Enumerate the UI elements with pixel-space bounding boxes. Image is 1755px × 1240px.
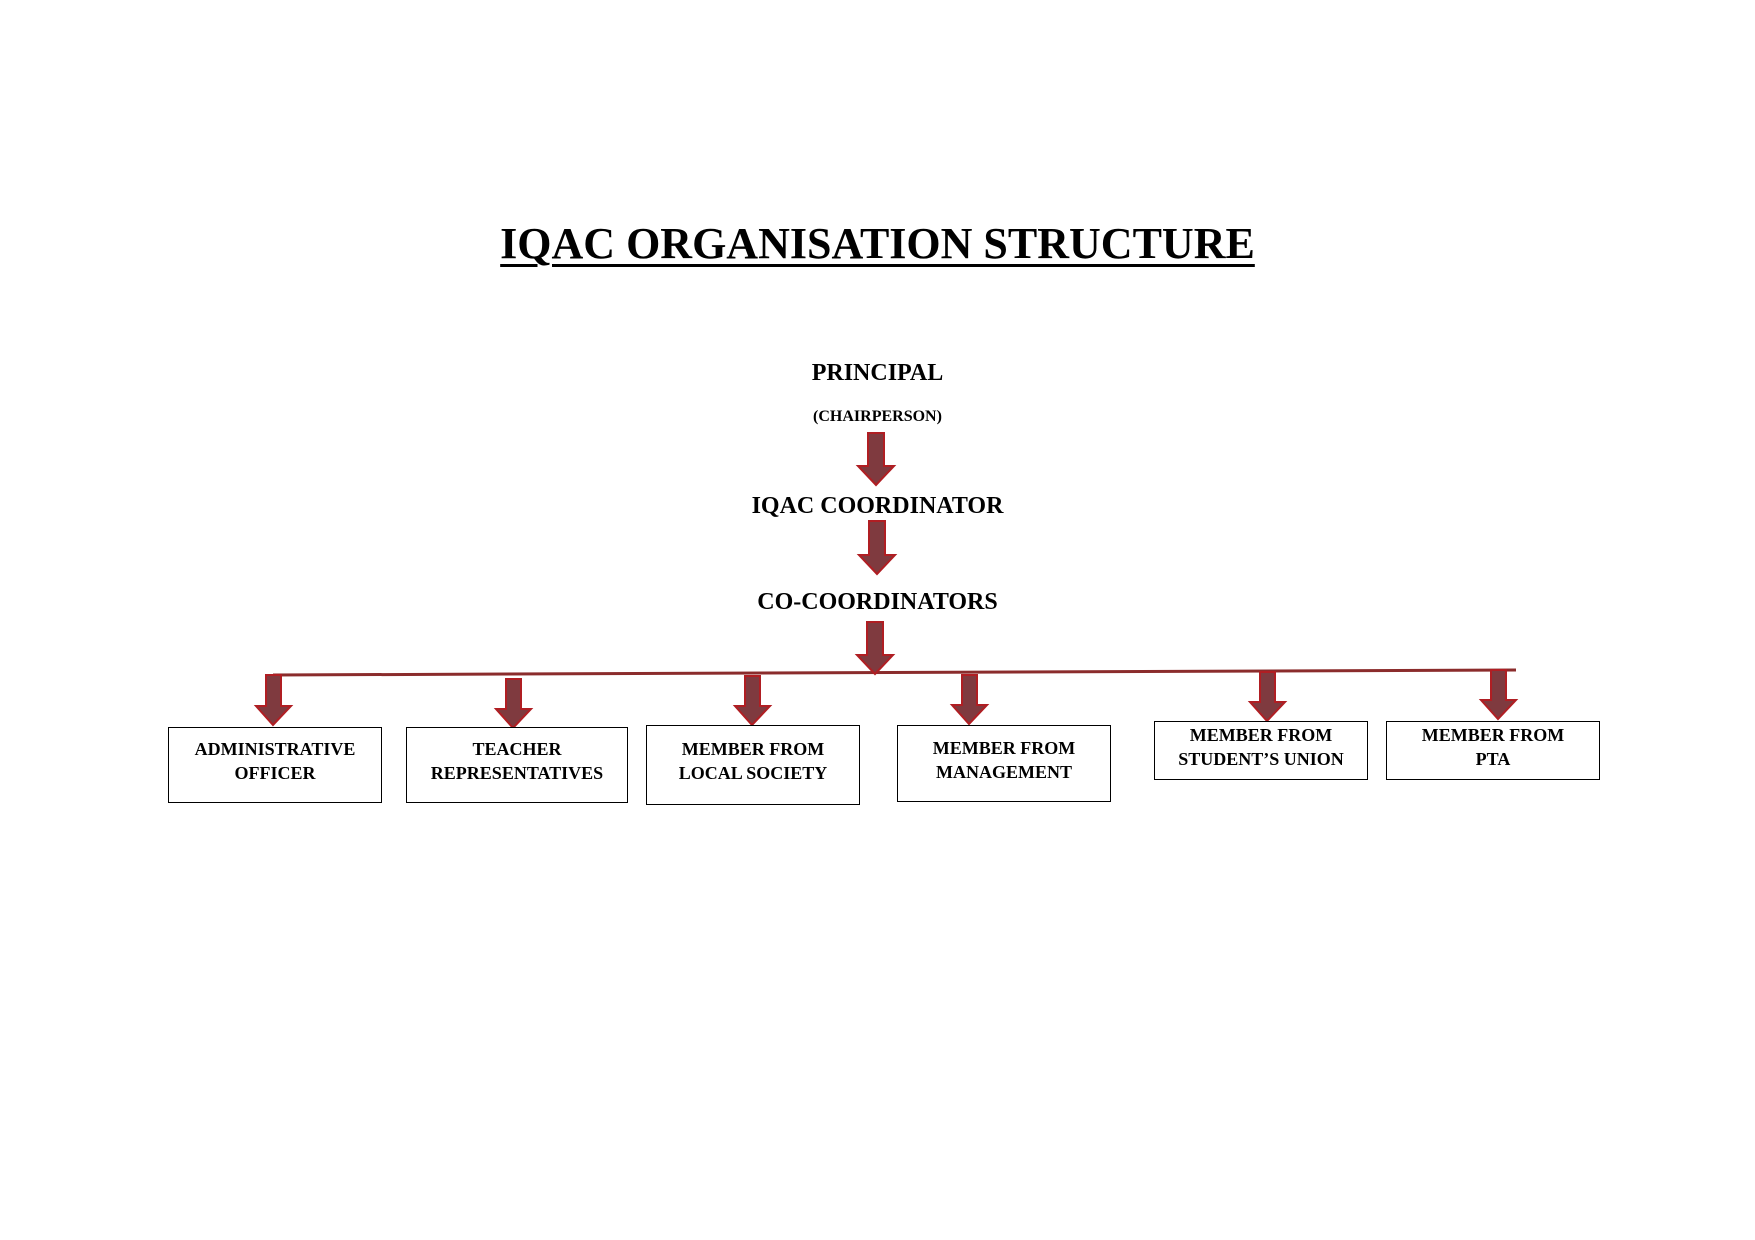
arrow-principal-to-coordinator xyxy=(855,432,897,487)
member-box-local-society: MEMBER FROM LOCAL SOCIETY xyxy=(646,725,860,805)
member-line1: MEMBER FROM xyxy=(1189,724,1333,745)
member-box-management: MEMBER FROM MANAGEMENT xyxy=(897,725,1111,802)
arrow-to-administrative-officer xyxy=(253,674,294,727)
arrow-coordinator-to-co-coordinators xyxy=(856,520,898,576)
member-line2: MANAGEMENT xyxy=(935,761,1072,782)
arrow-co-coordinators-to-line xyxy=(854,621,896,676)
arrow-to-management xyxy=(949,674,990,726)
coordinator-label: IQAC COORDINATOR xyxy=(751,493,1004,519)
member-box-students-union: MEMBER FROM STUDENT’S UNION xyxy=(1154,721,1368,780)
member-box-pta: MEMBER FROM PTA xyxy=(1386,721,1600,780)
member-line2: OFFICER xyxy=(234,763,316,783)
member-line2: LOCAL SOCIETY xyxy=(678,763,828,783)
arrow-to-pta xyxy=(1478,669,1519,721)
member-line1: MEMBER FROM xyxy=(1421,724,1565,745)
arrow-to-local-society xyxy=(732,675,773,727)
member-line2: STUDENT’S UNION xyxy=(1178,748,1344,769)
member-line1: ADMINISTRATIVE xyxy=(194,739,356,759)
member-line1: MEMBER FROM xyxy=(681,739,825,759)
member-line2: REPRESENTATIVES xyxy=(430,763,604,783)
distribution-line xyxy=(272,668,1517,677)
member-box-administrative-officer: ADMINISTRATIVE OFFICER xyxy=(168,727,382,803)
member-line1: MEMBER FROM xyxy=(932,737,1076,758)
member-line2: PTA xyxy=(1475,748,1511,769)
principal-role-label: (CHAIRPERSON) xyxy=(813,408,942,425)
member-box-teacher-representatives: TEACHER REPRESENTATIVES xyxy=(406,727,628,803)
arrow-to-teacher-representatives xyxy=(493,678,534,730)
co-coordinators-label: CO-COORDINATORS xyxy=(757,589,998,615)
arrow-to-students-union xyxy=(1247,671,1288,723)
principal-label: PRINCIPAL xyxy=(811,360,944,386)
diagram-title: IQAC ORGANISATION STRUCTURE xyxy=(500,219,1255,268)
member-line1: TEACHER xyxy=(472,739,562,759)
